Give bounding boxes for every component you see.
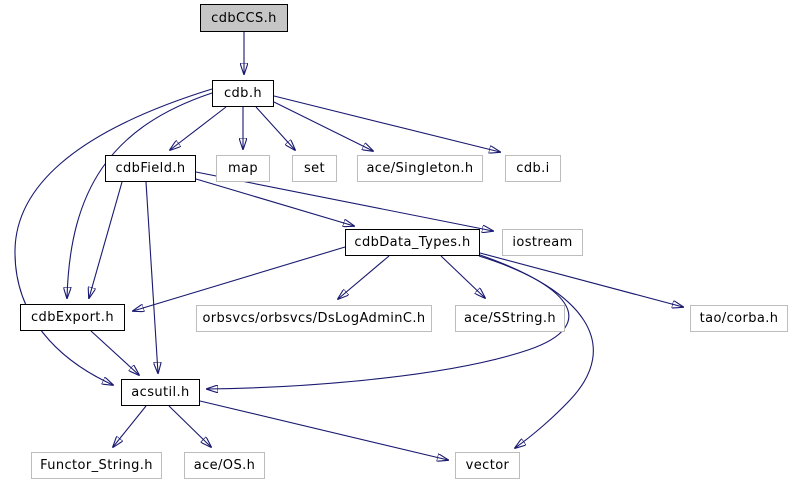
edge-cdb.h-to-cdb.i: [273, 95, 500, 152]
node-set: set: [292, 155, 337, 182]
edge-cdbData_Types.h-to-acsutil.h: [207, 255, 570, 389]
node-tao-corba-h: tao/corba.h: [690, 305, 788, 332]
node-ace-singleton-h: ace/Singleton.h: [357, 155, 483, 182]
edge-cdbField.h-to-cdbData_Types.h: [195, 178, 354, 226]
edge-cdbExport.h-to-acsutil.h: [90, 330, 139, 375]
edge-cdb.h-to-ace-singleton.h: [273, 101, 373, 151]
edge-acsutil.h-to-ace-os.h: [168, 405, 211, 447]
node-cdbccs-h: cdbCCS.h: [200, 4, 288, 32]
node-ace-os-h: ace/OS.h: [184, 452, 265, 479]
edge-cdbData_Types.h-to-ace-sstring.h: [440, 255, 485, 298]
edge-cdbField.h-to-cdbExport.h: [89, 181, 123, 298]
node-orbsvcs-dslogadminc-h: orbsvcs/orbsvcs/DsLogAdminC.h: [196, 305, 432, 332]
edge-acsutil.h-to-Functor_String.h: [113, 405, 147, 447]
edge-cdbData_Types.h-to-orbsvcs: [338, 255, 390, 299]
node-cdb-i: cdb.i: [505, 155, 561, 182]
edge-cdbData_Types.h-to-cdbExport.h: [133, 246, 346, 311]
edge-cdbData_Types.h-to-vector: [479, 254, 594, 448]
node-cdb-h[interactable]: cdb.h: [212, 80, 274, 107]
node-ace-sstring-h: ace/SString.h: [455, 305, 565, 332]
edge-cdb.h-to-acsutil.h: [14, 88, 213, 385]
node-cdbexport-h[interactable]: cdbExport.h: [20, 304, 125, 331]
edge-acsutil.h-to-vector: [199, 400, 448, 460]
node-functor-string-h: Functor_String.h: [31, 452, 162, 479]
edge-cdb.h-to-cdbField.h: [170, 106, 227, 150]
edge-cdbField.h-to-acsutil.h: [145, 181, 158, 373]
node-acsutil-h[interactable]: acsutil.h: [121, 379, 200, 406]
node-cdbfield-h[interactable]: cdbField.h: [105, 155, 196, 182]
node-iostream: iostream: [502, 229, 583, 256]
node-cdbdata-types-h[interactable]: cdbData_Types.h: [345, 229, 480, 256]
edge-cdb.h-to-cdbExport.h: [67, 92, 213, 298]
edge-cdbData_Types.h-to-tao-corba.h: [479, 252, 683, 307]
node-vector: vector: [455, 452, 520, 479]
node-map: map: [216, 155, 270, 182]
edge-cdb.h-to-set: [255, 106, 295, 150]
